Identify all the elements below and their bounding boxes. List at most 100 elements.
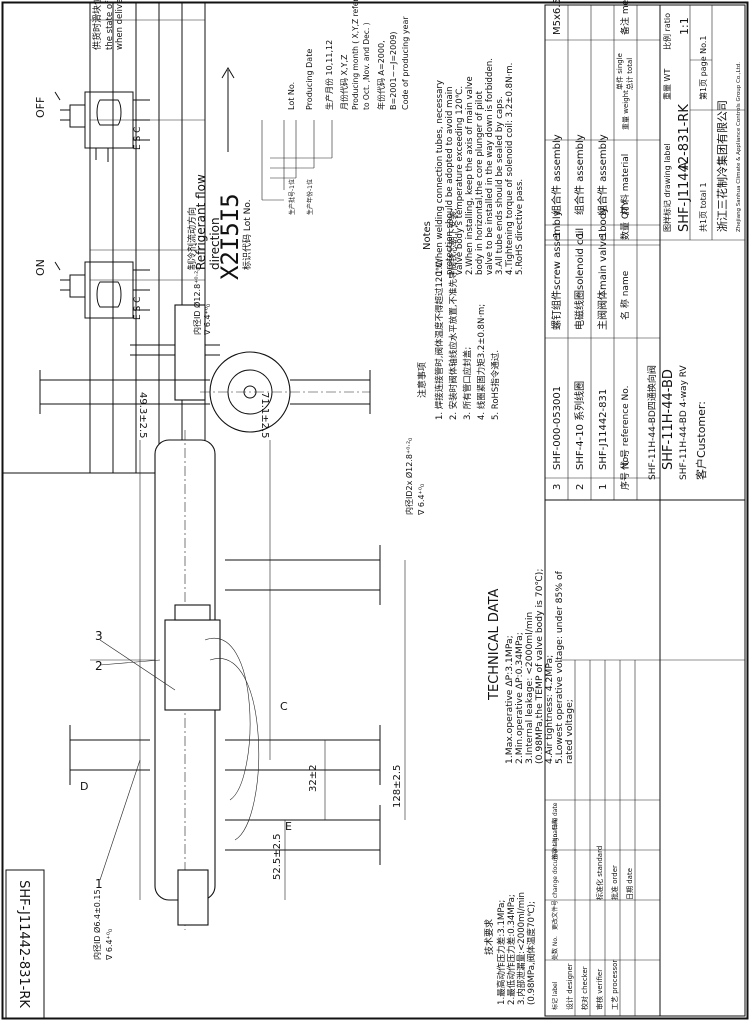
lot-label: 生产批号-1位 — [288, 179, 296, 215]
state-diagrams: OFF ON E S C E S C 供货时滑块位置 the state of … — [34, 0, 150, 320]
flow-direction-en-1: Refrigerant flow — [194, 174, 208, 270]
notes-line-2: protection should be adopted to avoid ma… — [445, 86, 455, 275]
company-name-zh: 浙江三花制冷集团有限公司 — [715, 100, 729, 232]
port-letter-e: E — [285, 820, 292, 833]
tech-line-3: 3.Internal leakage: <2000ml/min — [524, 612, 535, 764]
notes-line-7: 3.All tube ends should be sealed by caps… — [495, 96, 505, 275]
notes-zh-line-5: 5. RoHS指令通过. — [490, 350, 501, 420]
memo-head: 备注 memo — [619, 0, 631, 35]
notes-zh-line-4: 4. 线圈紧固力矩3.2±0.8N·m; — [476, 304, 487, 420]
drawing-number-box — [5, 869, 45, 1019]
part-material-1: 组合件 assembly — [596, 134, 609, 215]
product-code: SHF-11H-44-BD — [661, 369, 676, 470]
dim-128: 128±2.5 — [392, 765, 403, 808]
tech-line-4: (0.98MPa,the TEMP of valve body is 70℃); — [534, 569, 545, 764]
qty-head: 数量 QTY — [619, 201, 631, 240]
technical-data-rest: 5.Lowest operative voltage: under 85% of — [554, 570, 565, 764]
notes-zh-line-3: 3. 所有管口应封盖; — [462, 347, 473, 420]
notes-line-3: valve body's temperature exceeding 120℃. — [455, 86, 465, 275]
total-weight: 总计 total — [625, 58, 634, 90]
weight-head: 重量 weight — [622, 90, 630, 130]
technical-data-col2: rated voltage; — [564, 699, 575, 764]
port-d-dim: 内径ID Ø6.4±0.15 — [92, 889, 102, 960]
tech-zh-line-3: 3.内部泄漏量:<2000ml/min — [515, 892, 527, 1005]
standard-label: 标准化 standard — [595, 846, 604, 900]
role-label: 标记 label — [551, 981, 559, 1010]
notes-en: Notes 1.When welding connection tubes, n… — [422, 58, 525, 275]
producing-date: Producing Date — [305, 49, 314, 110]
dim-32: 32±2 — [308, 765, 319, 792]
drawing-number-title: SHF-J11442-831-RK — [677, 104, 692, 232]
notes-line-6: valve to be installed in the way down is… — [485, 58, 495, 275]
tech-line-2: 2.Min.operative ΔP:0.34MPa; — [514, 632, 525, 764]
notes-line-1: 1.When welding connection tubes, necessa… — [435, 80, 445, 275]
parts-list: 3 SHF-000-053001 螺钉组件screw assembly 1 组合… — [550, 0, 634, 490]
tech-line-5: 4.Air tightness: 4.2MPa; — [544, 655, 555, 764]
technical-data: TECHNICAL DATA 1.Max.operative ΔP:3.1MPa… — [487, 569, 545, 764]
ratio-label: 比例 ratio — [662, 13, 672, 50]
part-name-2: 电磁线圈solenoid coil — [573, 228, 586, 330]
port-s-depth: ∇ 6.4⁺⁰₀ — [203, 304, 212, 336]
drawing-mark: A — [677, 161, 691, 170]
title-block-frame — [544, 4, 746, 1017]
balloon-3: 3 — [95, 629, 103, 643]
delivery-state-en-2: when delivery — [115, 0, 125, 50]
esc-on: E S C — [133, 297, 143, 320]
total-pages: 共1页 total 1 — [699, 182, 708, 232]
part-no-3: 3 — [552, 484, 563, 490]
dim-right: 71.1±2.5 — [259, 392, 270, 439]
product-model-en: SHF-11H-44-BD 4-way RV — [679, 364, 689, 480]
drawing-number-corner: SHF-J11442-831-RK — [16, 880, 31, 1008]
part-no-2: 2 — [575, 484, 586, 490]
part-ref-2: SHF-4-10 系列线圈 — [573, 381, 586, 470]
part-name-1: 主阀阀体main valve body — [596, 207, 609, 330]
tech-zh-line-1: 1.最高动作压力差:3.1MPa; — [495, 900, 507, 1005]
flow-direction-en-2: direction — [208, 217, 222, 270]
tech-zh-line-4: (0.98MPa,阀体温度70℃); — [525, 901, 537, 1005]
no-head: 序号 No. — [619, 454, 631, 490]
lot-label-zh: 标识代码 Lot No. — [241, 199, 253, 270]
customer-label: 客户Customer: — [694, 401, 708, 480]
signer-processor: 工艺 processor — [611, 960, 619, 1010]
balloon-2: 2 — [95, 659, 103, 673]
balloon-1: 1 — [95, 877, 103, 891]
tech-line-6: 5.Lowest operative voltage: under 85% of — [554, 570, 565, 764]
signer-verifier: 审核 verifier — [595, 969, 604, 1010]
notes-zh-title: 注意事项 — [416, 362, 428, 398]
approve-label: 批准 order — [610, 865, 619, 900]
role-number: 处数 No. — [551, 936, 559, 960]
front-view: 1 2 3 D C E 49.3±2.5 71.1±2.5 32±2 128±2… — [69, 392, 426, 961]
notes-line-5: body in horizontal,the core plunger of p… — [475, 90, 485, 275]
xyz-code: 月份代码 X,Y,Z — [339, 54, 349, 110]
part-qty-3: 1 — [552, 232, 563, 238]
notes-title: Notes — [422, 221, 433, 250]
ref-head: 代 号 reference No. — [620, 386, 631, 471]
producing-month: Producing month ( X,Y,Z refer — [351, 0, 360, 110]
date-label: 日期 date — [626, 868, 634, 900]
part-ref-1: SHF-J11442-831 — [598, 389, 609, 470]
marking-code: X2I5I5 — [216, 193, 244, 280]
year-code-b: B=2001~~J=2009) — [389, 32, 398, 111]
notes-line-9: 5.RoHS directive pass. — [515, 179, 525, 275]
on-label: ON — [34, 259, 47, 276]
signer-designer: 设计 designer — [565, 963, 574, 1010]
part-qty-1: 1 — [598, 232, 609, 238]
part-name-3: 螺钉组件screw assembly — [550, 210, 563, 330]
part-ref-3: SHF-000-053001 — [552, 386, 563, 470]
port-c-dim: 内径ID2x Ø12.8⁺⁰·²₀ — [404, 438, 414, 515]
port-d-depth: ∇ 6.4⁺⁰₀ — [105, 929, 114, 961]
flow-direction-zh: 制冷剂流动方向 — [186, 207, 198, 270]
delivery-state-zh: 供货时滑块位置 — [91, 0, 103, 50]
weight-label: 重量 WT — [662, 69, 672, 100]
off-label: OFF — [34, 97, 47, 118]
port-s-dim: 内径ID Ø12.8⁺⁰·²₀ — [192, 267, 202, 335]
single-weight: 单件 single — [615, 53, 624, 90]
producing-month-2: to Oct. ,Nov. and Dec. ) — [362, 22, 371, 110]
notes-line-4: 2.When installing, keep the axis of main… — [465, 76, 475, 275]
part-qty-2: 1 — [575, 232, 586, 238]
technical-data-cont: 4.Air tightness: 4.2MPa; — [544, 655, 555, 764]
dim-52: 52.5±2.5 — [272, 833, 283, 880]
lot-no: Lot No. — [287, 82, 296, 110]
